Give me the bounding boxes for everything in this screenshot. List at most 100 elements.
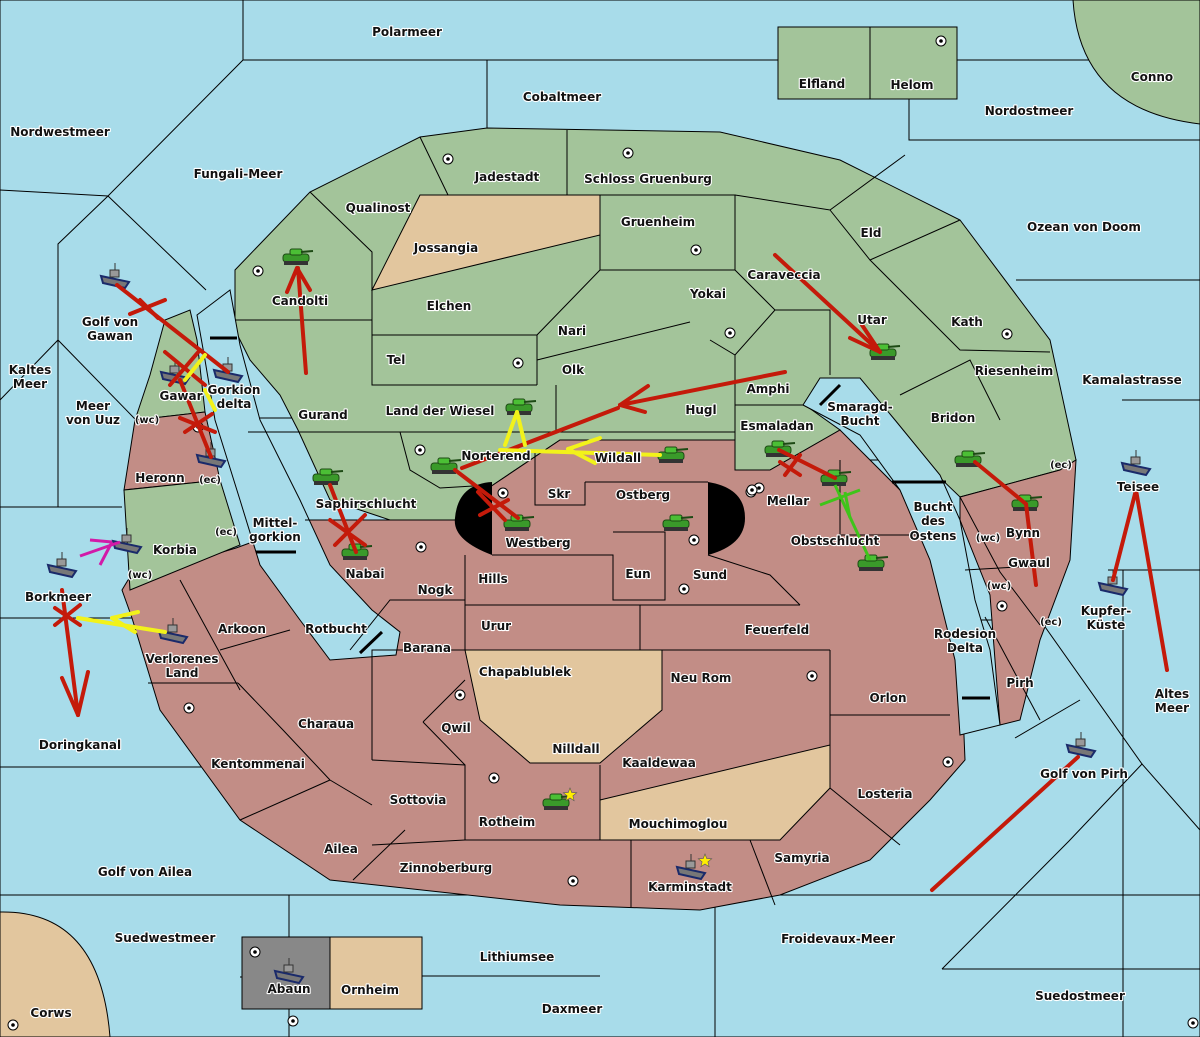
coast-tag-label: (ec)	[199, 475, 221, 486]
territory-label: Schloss Gruenburg	[584, 172, 712, 186]
territory-label: Westberg	[505, 536, 570, 550]
territory-label: Eld	[861, 226, 882, 240]
fleet-ship-icon[interactable]	[1065, 732, 1097, 759]
territory-label: Eun	[625, 567, 650, 581]
fleet-ship-icon[interactable]	[46, 552, 78, 579]
territory-label: Norterend	[461, 449, 530, 463]
territory-borders	[148, 130, 1051, 907]
territory-label: Mouchimoglou	[629, 817, 728, 831]
fleet-ship-icon[interactable]	[111, 528, 143, 555]
supply-center-icon	[512, 357, 524, 369]
territory-label: Barana	[403, 641, 451, 655]
army-tank-icon[interactable]	[657, 446, 689, 463]
order-move-arrow	[60, 588, 80, 717]
sea-label: Meer	[76, 399, 110, 413]
order-arrowhead	[618, 384, 650, 414]
supply-center-icon	[688, 534, 700, 546]
sea-label: Cobaltmeer	[523, 90, 601, 104]
territory-label: Elfland	[799, 77, 845, 91]
sea-label: Golf von	[82, 315, 138, 329]
star-icon	[697, 853, 713, 868]
supply-center-icon	[724, 327, 736, 339]
sea-label: Lithiumsee	[480, 950, 555, 964]
army-tank-icon[interactable]	[430, 457, 462, 474]
territory-label: Korbia	[153, 543, 197, 557]
territory-label: Neu Rom	[671, 671, 732, 685]
territory-corws[interactable]	[0, 911, 111, 1037]
territory-conno[interactable]	[1072, 0, 1200, 125]
fleet-ship-icon[interactable]	[273, 958, 305, 985]
territory-ornheim[interactable]	[329, 936, 423, 1010]
supply-center-icon	[249, 946, 261, 958]
supply-center-icon	[746, 484, 758, 496]
territory-label: Gawar	[159, 389, 202, 403]
coast-tag-label: (wc)	[135, 415, 159, 426]
order-move-arrow	[777, 448, 837, 480]
supply-center-icon	[287, 1015, 299, 1027]
order-move-arrow	[460, 406, 620, 470]
sea-label: Mittel-	[253, 516, 298, 530]
territory-label: Jadestadt	[474, 170, 540, 184]
order-convoy-line	[79, 540, 121, 558]
territory-label: Hugl	[685, 403, 716, 417]
territory-label: Qwil	[441, 721, 471, 735]
fleet-ship-icon[interactable]	[157, 618, 189, 645]
territory-label: Rotheim	[479, 815, 536, 829]
territory-label: Conno	[1131, 70, 1173, 84]
supply-center-icon	[806, 670, 818, 682]
territory-label: Arkoon	[218, 622, 266, 636]
territory-label: Nilldall	[552, 742, 599, 756]
fleet-ship-icon[interactable]	[1120, 450, 1152, 477]
army-tank-icon[interactable]	[542, 793, 574, 810]
supply-center-icon	[414, 444, 426, 456]
territory-label: Nogk	[418, 583, 454, 597]
territory-label: Teisee	[1117, 480, 1159, 494]
sea-label: Froidevaux-Meer	[781, 932, 895, 946]
territory-label: Karminstadt	[648, 880, 732, 894]
sea-label: Suedwestmeer	[115, 931, 216, 945]
territory-label: Samyria	[774, 851, 829, 865]
order-support-line	[183, 353, 217, 412]
army-tank-icon[interactable]	[282, 248, 314, 265]
territory-korbia[interactable]	[123, 479, 241, 591]
supply-center-icon	[7, 1019, 19, 1031]
coast-tag-label: (wc)	[976, 533, 1000, 544]
territory-label: Obstschlucht	[791, 534, 880, 548]
order-arrowhead	[60, 670, 90, 717]
supply-center-layer	[7, 35, 1199, 1031]
order-move-arrow	[296, 266, 308, 375]
order-move-arrow	[178, 378, 213, 459]
territory-label: Tel	[387, 353, 406, 367]
orders-layer	[53, 253, 1169, 892]
territory-label: Mellar	[767, 494, 809, 508]
sea-label: Ozean von Doom	[1027, 220, 1141, 234]
army-tank-icon[interactable]	[312, 468, 344, 485]
order-move-arrow	[328, 483, 358, 554]
territory-label: Losteria	[857, 787, 912, 801]
order-move-arrow	[115, 283, 230, 374]
sea-label: Golf von Ailea	[98, 865, 192, 879]
order-move-arrow	[1111, 488, 1138, 582]
territory-label: Skr	[548, 487, 571, 501]
fleet-ship-icon[interactable]	[675, 854, 707, 881]
territory-label: Saphirschlucht	[316, 497, 417, 511]
sea-label: Doringkanal	[39, 738, 121, 752]
territory-label: Helom	[890, 78, 933, 92]
impassable-east	[708, 482, 745, 555]
supply-center-icon	[935, 35, 947, 47]
coast-tag-label: (wc)	[128, 570, 152, 581]
territory-label: Zinnoberburg	[400, 861, 492, 875]
order-move-arrow	[453, 468, 520, 520]
sea-label: Kamalastrasse	[1082, 373, 1182, 387]
supply-center-icon	[622, 147, 634, 159]
fleet-ship-icon[interactable]	[99, 263, 131, 290]
territory-elfland[interactable]	[777, 26, 871, 100]
supply-center-icon	[1001, 328, 1013, 340]
territory-label: Jossangia	[413, 241, 478, 255]
territory-label: Ornheim	[341, 983, 399, 997]
army-tank-icon[interactable]	[857, 554, 889, 571]
territory-label: Nari	[558, 324, 586, 338]
army-tank-icon[interactable]	[662, 514, 694, 531]
territory-label: Urur	[481, 619, 511, 633]
